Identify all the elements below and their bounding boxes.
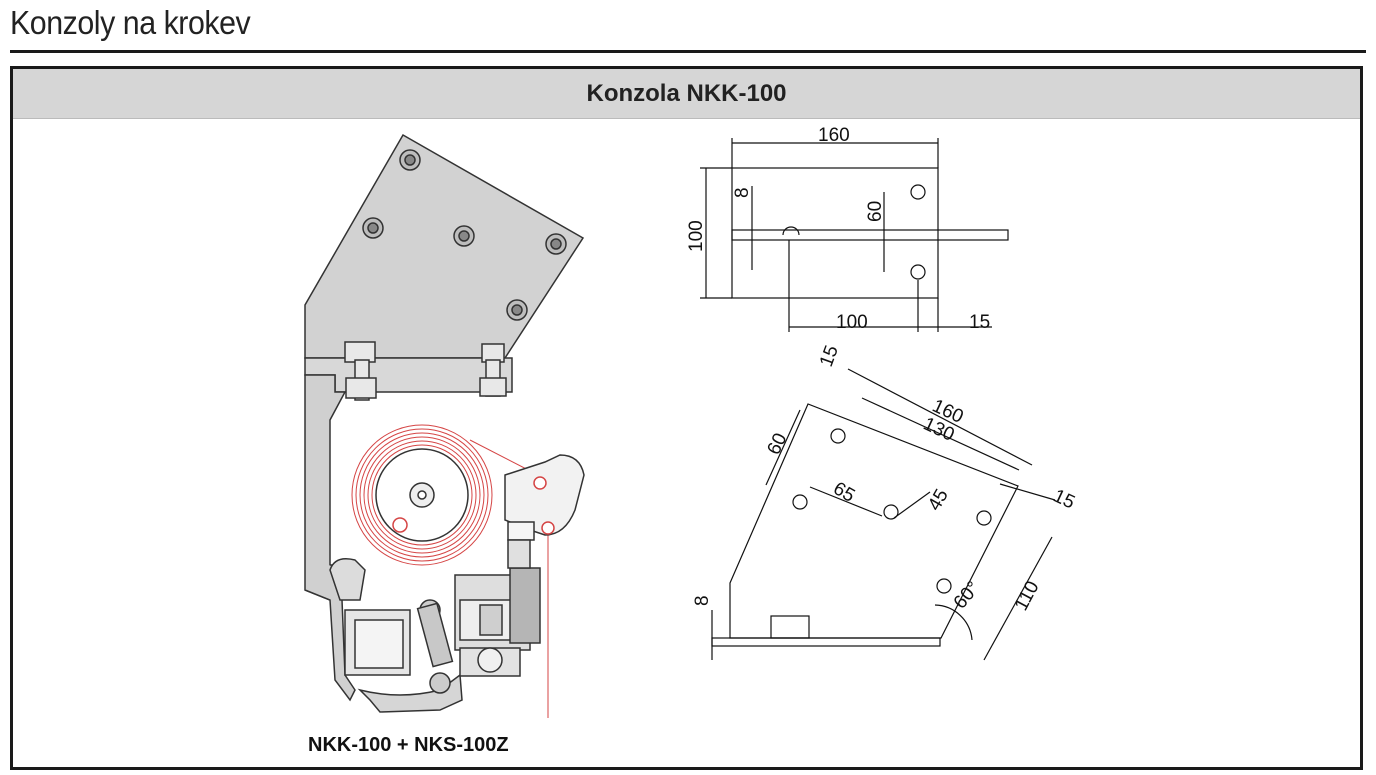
panel-header: Konzola NKK-100 bbox=[13, 69, 1360, 119]
angled-view-drawing bbox=[711, 368, 1056, 661]
dim-60-angled: 60 bbox=[763, 430, 791, 458]
dim-60-degree: 60° bbox=[950, 578, 985, 614]
illustration-caption: NKK-100 + NKS-100Z bbox=[308, 734, 509, 756]
angled-view-base bbox=[711, 637, 941, 647]
bracket-illustration bbox=[304, 133, 585, 718]
hook bbox=[329, 558, 366, 601]
product-panel: Konzola NKK-100 bbox=[10, 66, 1363, 770]
top-view-drawing bbox=[700, 138, 1009, 332]
plate-holes bbox=[362, 149, 567, 321]
bolts bbox=[344, 341, 507, 401]
angled-plate bbox=[304, 133, 585, 359]
dim-110-angled: 110 bbox=[1011, 578, 1044, 615]
dim-15-top: 15 bbox=[969, 312, 990, 333]
dim-100-bottom: 100 bbox=[836, 312, 868, 333]
dim-100-vert: 100 bbox=[686, 220, 707, 252]
dim-45-angled: 45 bbox=[924, 486, 953, 515]
dim-60-top: 60 bbox=[865, 201, 886, 222]
top-view-strip bbox=[731, 229, 1009, 241]
dim-15-angled-b: 15 bbox=[1050, 485, 1078, 513]
dim-8-top: 8 bbox=[732, 187, 753, 198]
rope-drum bbox=[351, 424, 549, 718]
dim-15-angled-a: 15 bbox=[816, 343, 843, 370]
title-rule bbox=[10, 50, 1366, 53]
top-view-plate bbox=[731, 167, 939, 299]
hanger-piece bbox=[504, 454, 585, 536]
page-title: Konzoly na krokev bbox=[10, 4, 251, 41]
dim-8-angled: 8 bbox=[692, 595, 713, 606]
dim-160-top: 160 bbox=[818, 125, 850, 146]
pulley-block bbox=[454, 567, 541, 677]
panel-title: Konzola NKK-100 bbox=[586, 79, 787, 107]
dim-65-angled: 65 bbox=[830, 478, 859, 507]
angled-view-plate bbox=[729, 403, 1019, 639]
